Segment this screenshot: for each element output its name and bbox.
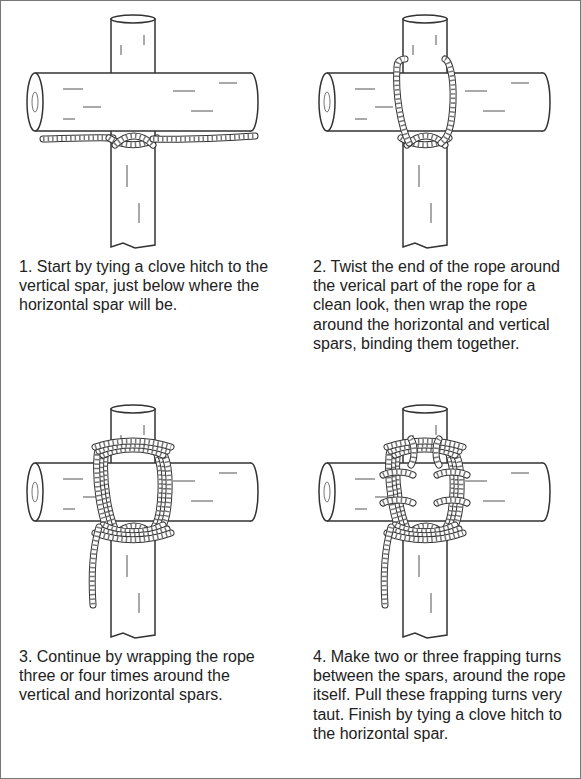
horizontal-spar (319, 463, 550, 521)
lashing-step (27, 405, 258, 638)
rope (387, 441, 463, 447)
rope (383, 472, 413, 475)
rope (397, 59, 409, 143)
rope (92, 527, 99, 605)
rope (43, 138, 113, 139)
rope (441, 59, 453, 143)
rope (115, 136, 153, 145)
step-caption: 3. Continue by wrapping the rope three o… (19, 647, 283, 705)
rope (387, 533, 463, 540)
rope (437, 500, 467, 503)
rope (153, 445, 169, 535)
lashing-step (319, 15, 550, 248)
rope (383, 500, 413, 503)
rope (95, 533, 171, 540)
lashing-step (27, 15, 258, 248)
rope (384, 527, 391, 605)
rope (153, 136, 255, 139)
horizontal-spar (27, 73, 258, 131)
step-caption: 1. Start by tying a clove hitch to the v… (19, 257, 283, 315)
rope (95, 441, 171, 447)
rope (436, 439, 439, 465)
lashing-step (319, 405, 550, 638)
rope (389, 445, 405, 535)
rope (437, 472, 467, 475)
rope (445, 445, 461, 535)
step-caption: 4. Make two or three frapping turns betw… (313, 647, 575, 743)
horizontal-spar (27, 463, 258, 521)
rope (97, 445, 113, 535)
horizontal-spar (319, 73, 550, 131)
rope (411, 439, 414, 465)
step-caption: 2. Twist the end of the rope around the … (313, 257, 575, 353)
